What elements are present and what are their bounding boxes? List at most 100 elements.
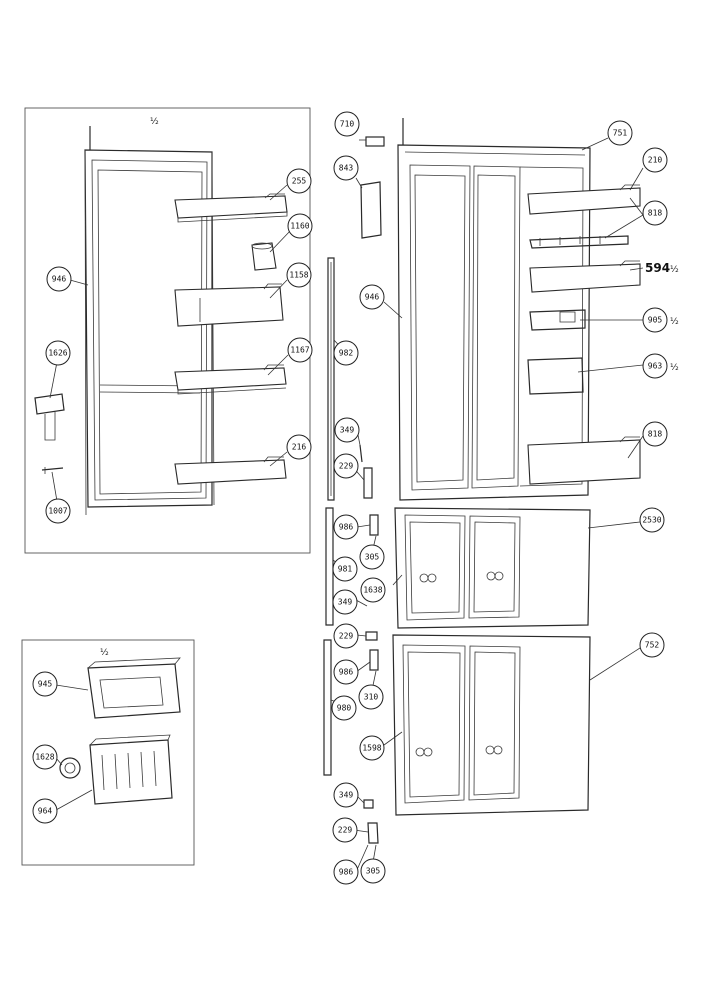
callout-1167: 1167 [287, 337, 313, 363]
svg-text:1598: 1598 [362, 744, 381, 753]
door-shelf-1167 [174, 364, 287, 395]
svg-text:946: 946 [52, 275, 67, 284]
svg-text:982: 982 [339, 349, 354, 358]
callout-964: 964 [32, 798, 58, 824]
rail-980 [323, 639, 332, 776]
callout-986c: 986 [333, 859, 359, 885]
callout-305b: 305 [360, 858, 386, 884]
svg-text:349: 349 [340, 426, 355, 435]
callout-216: 216 [286, 434, 312, 460]
callout-210: 210 [642, 147, 668, 173]
callout-710: 710 [334, 111, 360, 137]
middle-leaders [330, 139, 403, 873]
svg-text:986: 986 [339, 523, 354, 532]
callout-1598: 1598 [359, 735, 385, 761]
callout-1158: 1158 [286, 262, 312, 288]
hinge-229 [363, 467, 373, 499]
callout-349c: 349 [333, 782, 359, 808]
control-unit-group: ½ 945 1628 964 [21, 639, 195, 866]
svg-text:1007: 1007 [48, 507, 67, 516]
svg-text:229: 229 [338, 826, 353, 835]
svg-text:1158: 1158 [289, 271, 308, 280]
svg-text:751: 751 [613, 129, 628, 138]
part-963 [527, 357, 584, 395]
callout-1160: 1160 [287, 213, 313, 239]
svg-text:964: 964 [38, 807, 53, 816]
svg-text:818: 818 [648, 209, 663, 218]
callout-945: 945 [32, 671, 58, 697]
svg-text:986: 986 [339, 668, 354, 677]
callout-1628: 1628 [32, 744, 58, 770]
door-panel [84, 126, 215, 516]
cabinet-body [397, 144, 591, 501]
callout-981: 981 [332, 556, 358, 582]
svg-text:349: 349 [338, 598, 353, 607]
svg-text:1638: 1638 [363, 586, 382, 595]
svg-text:710: 710 [340, 120, 355, 129]
control-cover-945 [87, 657, 181, 719]
door-assembly-frame [24, 107, 311, 554]
svg-text:1628: 1628 [35, 753, 54, 762]
callout-980: 980 [331, 695, 357, 721]
callout-946b: 946 [359, 284, 385, 310]
callout-229b: 229 [333, 623, 359, 649]
svg-text:229: 229 [339, 462, 354, 471]
callout-843: 843 [333, 155, 359, 181]
door-shelf-255 [174, 193, 288, 223]
door-assembly-group: ½ [24, 107, 313, 554]
callout-818: 818 [642, 200, 668, 226]
svg-text:986: 986 [339, 868, 354, 877]
cabinet-group: 594 ½ ½ ½ 751 210 818 905 963 818 2530 7… [392, 118, 679, 816]
rail-982 [327, 257, 335, 501]
part-710 [365, 136, 385, 147]
rail-981 [325, 507, 334, 626]
svg-text:216: 216 [292, 443, 307, 452]
callout-963: 963 [642, 353, 668, 379]
drawer-door-2530 [394, 507, 591, 629]
part-986 [369, 514, 379, 536]
cabinet-leaders [577, 137, 644, 681]
hinge-part-1626 [34, 393, 65, 441]
svg-text:229: 229 [339, 632, 354, 641]
egg-tray-1160 [251, 242, 277, 271]
control-unit-frame [21, 639, 195, 866]
svg-text:255: 255 [292, 177, 307, 186]
part-905 [529, 309, 586, 331]
callout-946: 946 [46, 266, 72, 292]
callout-986: 986 [333, 514, 359, 540]
callout-255: 255 [286, 168, 312, 194]
control-unit-mark: ½ [100, 648, 109, 658]
callout-2530: 2530 [639, 507, 665, 533]
door-shelf-216 [174, 456, 287, 485]
callout-982: 982 [333, 340, 359, 366]
thermostat-knob-1628 [59, 757, 81, 779]
shelf-594 [529, 263, 641, 293]
svg-text:945: 945 [38, 680, 53, 689]
callout-752: 752 [639, 632, 665, 658]
door-shelf-1158 [174, 283, 284, 327]
mark-963: ½ [670, 363, 679, 373]
callout-349b: 349 [332, 589, 358, 615]
callout-1626: 1626 [45, 340, 71, 366]
shelf-818 [529, 235, 629, 249]
svg-text:305: 305 [366, 867, 381, 876]
svg-text:349: 349 [339, 791, 354, 800]
callout-305: 305 [359, 544, 385, 570]
badge-594: 594 [645, 261, 670, 275]
callout-229: 229 [333, 453, 359, 479]
svg-text:981: 981 [338, 565, 353, 574]
callout-986b: 986 [333, 659, 359, 685]
svg-text:1160: 1160 [290, 222, 309, 231]
callout-349: 349 [334, 417, 360, 443]
crisper-818 [527, 439, 641, 485]
callout-818b: 818 [642, 421, 668, 447]
svg-text:843: 843 [339, 164, 354, 173]
svg-text:210: 210 [648, 156, 663, 165]
svg-text:980: 980 [337, 704, 352, 713]
svg-text:752: 752 [645, 641, 660, 650]
callout-1007: 1007 [45, 498, 71, 524]
svg-text:905: 905 [648, 316, 663, 325]
callout-310: 310 [358, 684, 384, 710]
control-housing-964 [89, 734, 173, 805]
